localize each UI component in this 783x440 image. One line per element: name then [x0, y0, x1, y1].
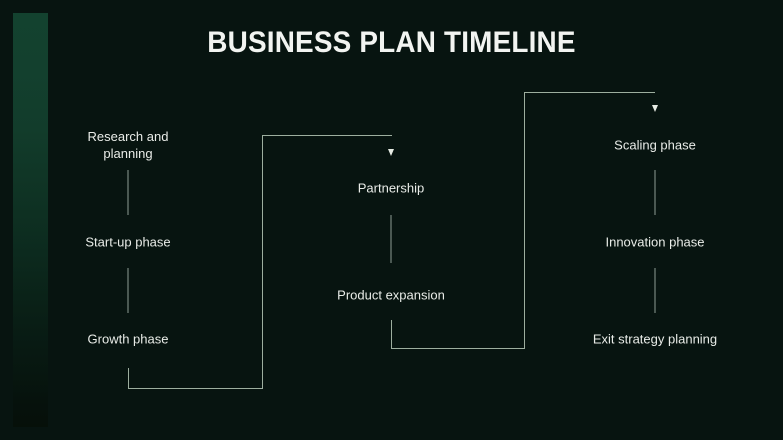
page-title: BUSINESS PLAN TIMELINE — [207, 26, 576, 59]
phase-label[interactable]: Product expansion — [337, 287, 445, 303]
phase-label[interactable]: Innovation phase — [605, 234, 705, 250]
arrow-down-icon — [388, 149, 394, 156]
phase-label[interactable]: Partnership — [357, 180, 425, 196]
phase-label[interactable]: Exit strategy planning — [592, 331, 718, 347]
connector-segment — [262, 135, 263, 389]
connector-segment — [524, 92, 525, 349]
phase-divider-tick — [654, 170, 656, 215]
phase-label[interactable]: Scaling phase — [614, 137, 696, 153]
connector-segment — [391, 320, 392, 348]
connector-segment — [524, 92, 655, 93]
phase-divider-tick — [654, 268, 656, 313]
phase-divider-tick — [127, 170, 129, 215]
connector-segment — [128, 388, 262, 389]
connector-segment — [391, 348, 525, 349]
accent-gradient-bar — [13, 13, 48, 427]
connector-segment — [128, 368, 129, 389]
phase-label[interactable]: Growth phase — [87, 331, 169, 347]
arrow-down-icon — [652, 105, 658, 112]
connector-segment — [262, 135, 392, 136]
phase-label[interactable]: Start-up phase — [85, 234, 171, 250]
phase-divider-tick — [127, 268, 129, 313]
phase-label[interactable]: Research and planning — [87, 129, 169, 161]
phase-divider-tick — [390, 215, 392, 263]
